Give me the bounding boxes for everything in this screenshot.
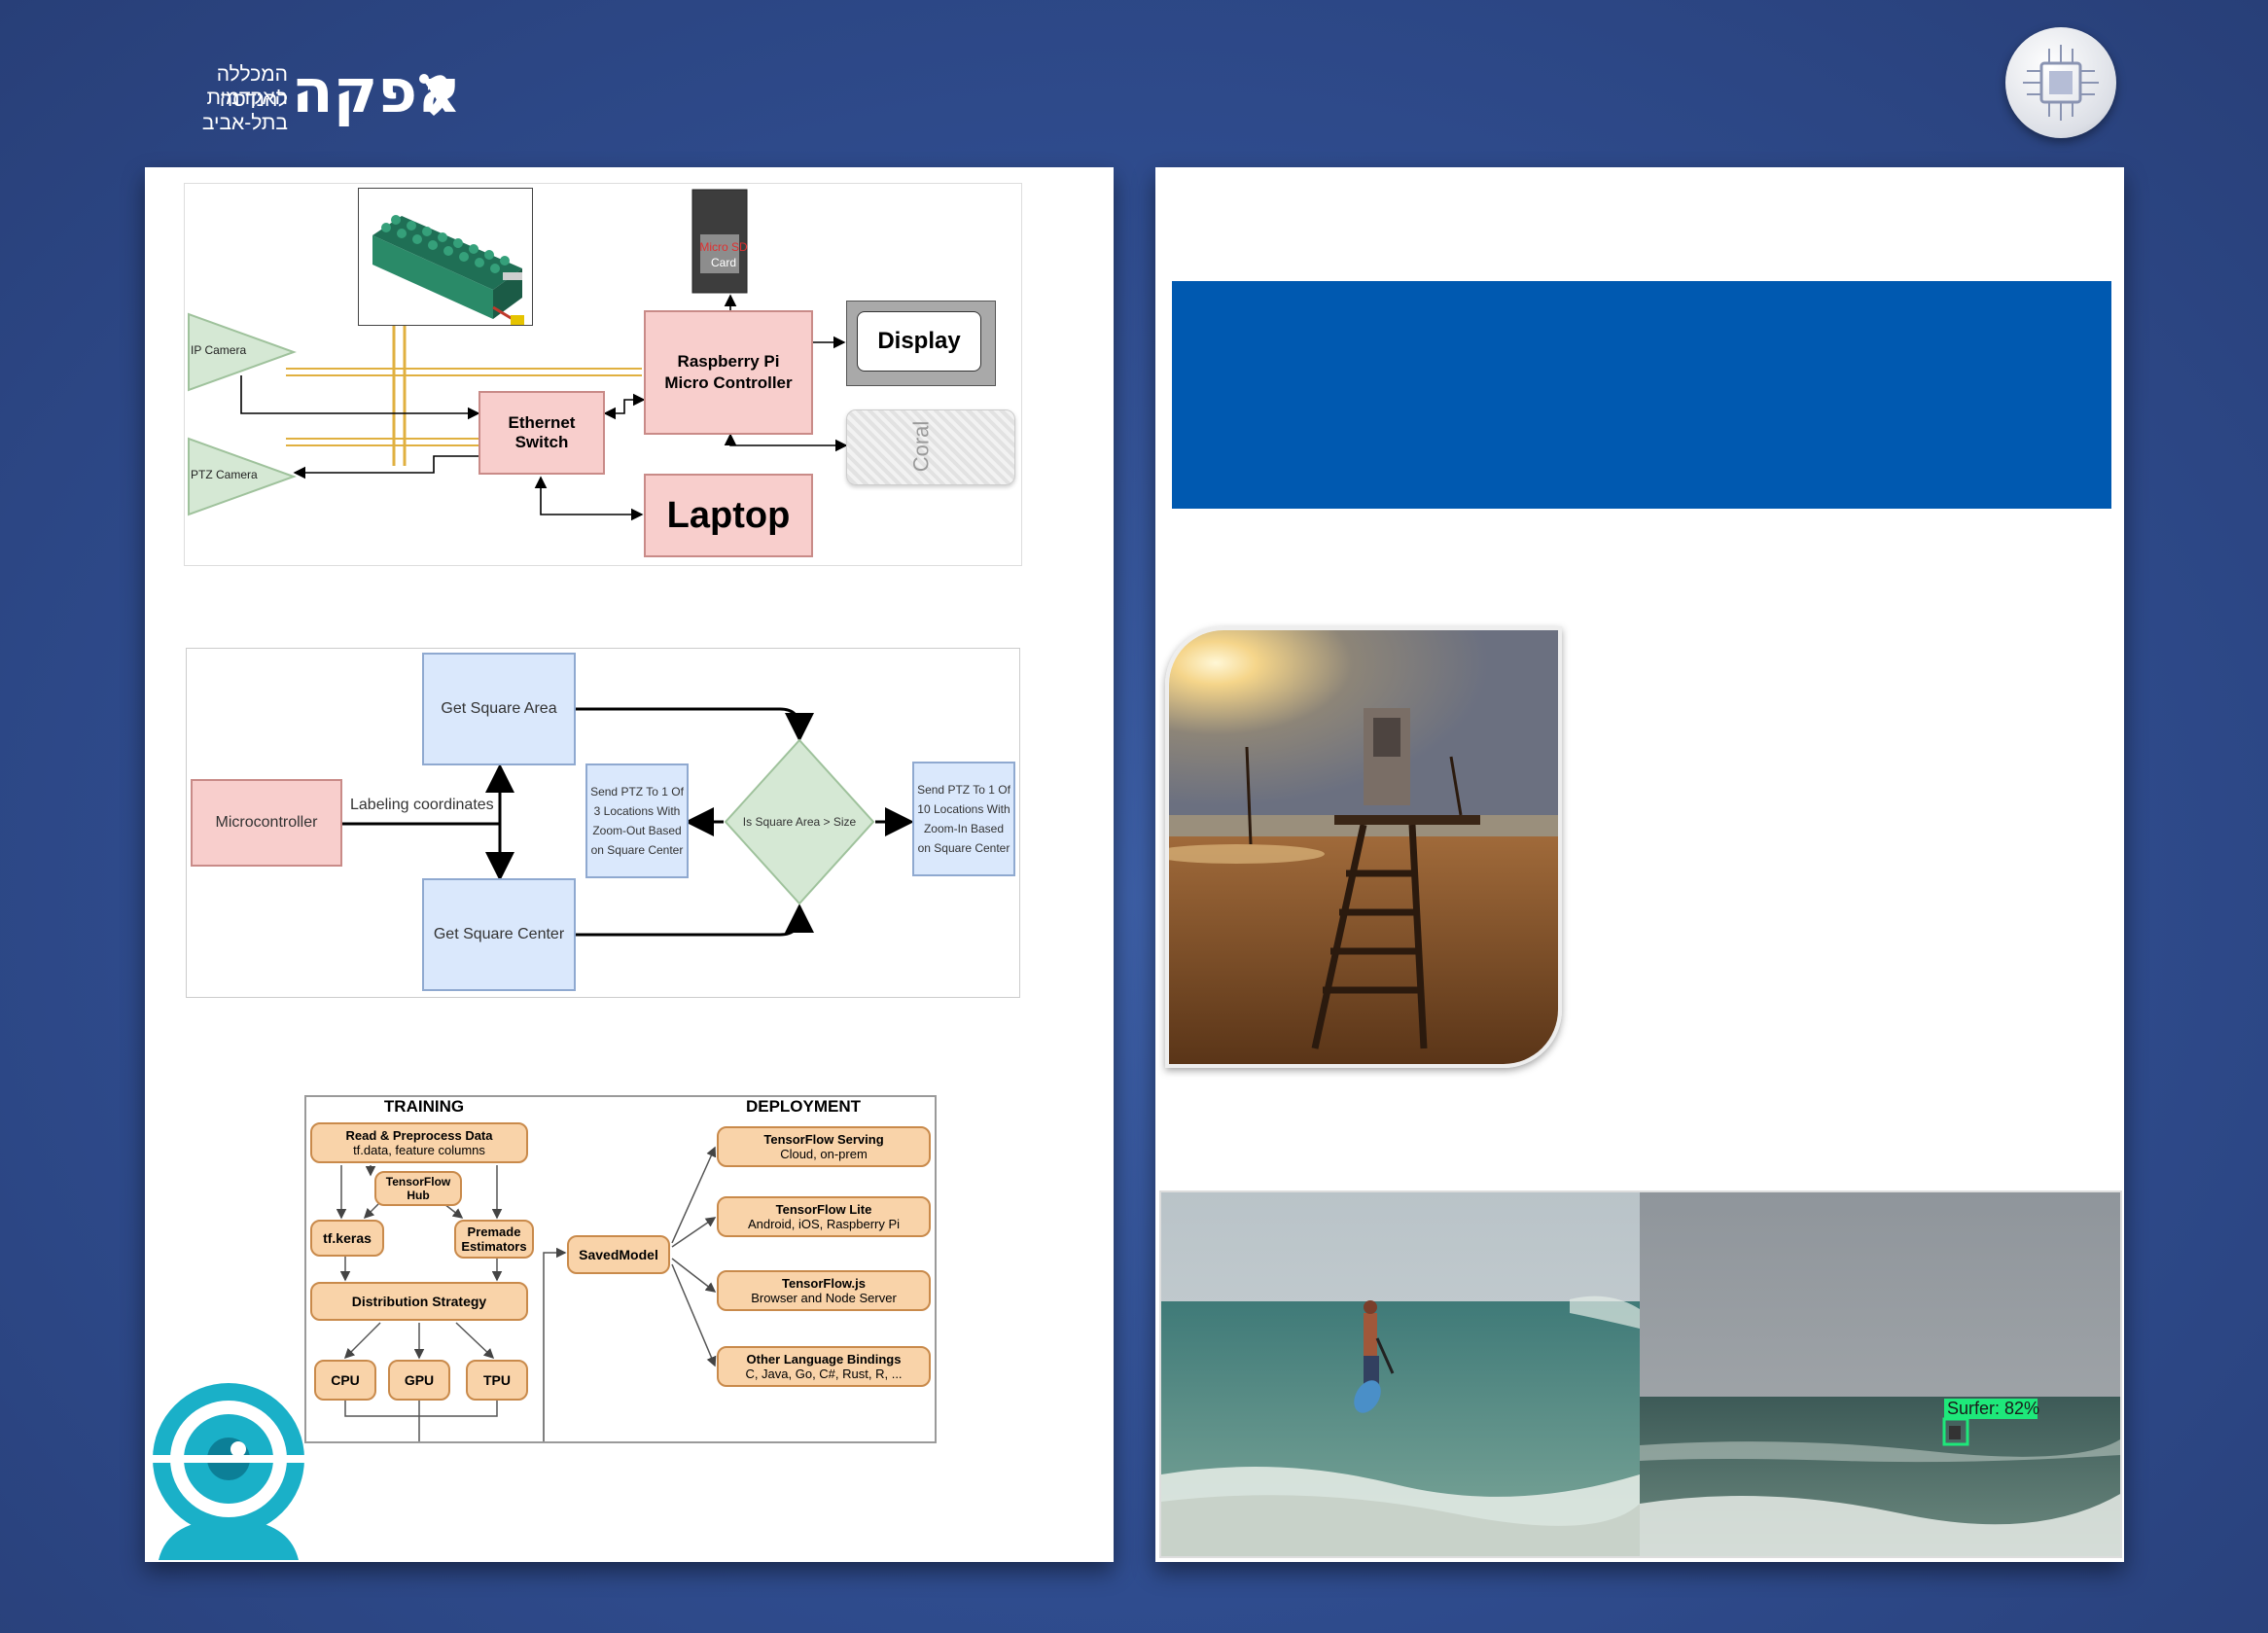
- decision-label: Is Square Area > Size: [742, 815, 857, 829]
- paddle-surfer: [1354, 1300, 1395, 1413]
- zoom-in-box: Send PTZ To 1 Of 10 Locations With Zoom-…: [912, 762, 1015, 876]
- detection-label-bg: [1944, 1399, 2038, 1419]
- detection-label: Surfer: 82%: [1947, 1399, 2040, 1418]
- gpu-box: GPU: [388, 1360, 450, 1401]
- afeka-logo-mark-icon: [419, 74, 450, 116]
- display-frame: Display: [846, 301, 996, 386]
- tpu-box: TPU: [466, 1360, 528, 1401]
- coral-board: Coral: [846, 409, 1015, 485]
- ip-camera-label: IP Camera: [191, 343, 247, 357]
- tf-js-box: TensorFlow.js Browser and Node Server: [717, 1270, 931, 1311]
- tensorflow-connectors: [336, 1146, 717, 1441]
- distribution-strategy-box: Distribution Strategy: [310, 1282, 528, 1321]
- microcontroller-box: Microcontroller: [191, 779, 342, 867]
- chip-badge: [2005, 27, 2116, 138]
- ethernet-switch-box: Ethernet Switch: [478, 391, 605, 475]
- surfer-detection-scene: [1161, 1192, 2120, 1556]
- ip-camera-shape: [188, 312, 297, 392]
- tf-other-bindings-box: Other Language Bindings C, Java, Go, C#,…: [717, 1346, 931, 1387]
- training-heading: TRAINING: [383, 1097, 465, 1116]
- tf-serving-title: TensorFlow Serving: [763, 1132, 884, 1147]
- hardware-diagram: Micro SD Card IP Camera PTZ Camera Ether…: [184, 183, 1022, 566]
- beach-sunset-scene: [1169, 630, 1558, 1064]
- left-panel: Micro SD Card IP Camera PTZ Camera Ether…: [145, 167, 1114, 1562]
- logo-brand: אפקה: [292, 55, 462, 126]
- deployment-heading: DEPLOYMENT: [745, 1097, 862, 1116]
- tf-lite-box: TensorFlow Lite Android, iOS, Raspberry …: [717, 1196, 931, 1237]
- webcam-logo: [149, 1373, 308, 1562]
- tf-serving-sub: Cloud, on-prem: [780, 1147, 868, 1161]
- decision-diamond: [724, 738, 875, 905]
- premade-estimators-box: Premade Estimators: [454, 1220, 534, 1259]
- display-box: Display: [857, 311, 981, 372]
- battery-pack: [358, 188, 533, 326]
- ptz-camera-shape: [188, 437, 297, 516]
- flowchart-connectors: [342, 707, 914, 937]
- laptop-box: Laptop: [644, 474, 813, 557]
- processor-chip-icon: [2023, 45, 2099, 121]
- afeka-logo: אפקה המכללה האקדמית להנדסה בתל-אביב: [136, 53, 467, 135]
- title-bar: [1172, 281, 2111, 509]
- tf-lite-title: TensorFlow Lite: [775, 1202, 872, 1217]
- tf-lite-sub: Android, iOS, Raspberry Pi: [747, 1217, 901, 1231]
- hardware-wiring: [188, 189, 848, 521]
- get-square-center-box: Get Square Center: [422, 878, 576, 991]
- detection-comparison-photo: Surfer: 82%: [1159, 1190, 2122, 1558]
- tensorflow-diagram: TRAINING DEPLOYMENT Read & Preprocess Da…: [304, 1095, 937, 1443]
- get-square-area-box: Get Square Area: [422, 653, 576, 765]
- sd-card-label-1: Micro SD: [699, 240, 748, 254]
- read-preprocess-box: Read & Preprocess Data tf.data, feature …: [310, 1122, 528, 1163]
- tf-js-title: TensorFlow.js: [782, 1276, 866, 1291]
- ptz-camera-label: PTZ Camera: [191, 468, 258, 481]
- lifeguard-tower-photo: [1165, 626, 1562, 1068]
- tf-other-title: Other Language Bindings: [746, 1352, 902, 1367]
- labeling-coordinates-label: Labeling coordinates: [350, 797, 494, 814]
- tensorflow-hub-box: TensorFlow Hub: [374, 1171, 462, 1206]
- logo-line2: להנדסה בתל-אביב: [201, 89, 288, 134]
- logo-line1: המכללה האקדמית: [206, 63, 288, 109]
- tf-js-sub: Browser and Node Server: [751, 1291, 897, 1305]
- tf-keras-box: tf.keras: [310, 1220, 384, 1257]
- sd-card-label-2: Card: [710, 256, 736, 269]
- savedmodel-box: SavedModel: [567, 1235, 670, 1274]
- webcam-icon: [153, 1383, 304, 1560]
- cpu-box: CPU: [314, 1360, 376, 1401]
- right-panel: Surfer: 82%: [1155, 167, 2124, 1562]
- raspberry-pi-box: Raspberry Pi Micro Controller: [644, 310, 813, 435]
- read-preprocess-sub: tf.data, feature columns: [353, 1143, 485, 1157]
- zoom-out-box: Send PTZ To 1 Of 3 Locations With Zoom-O…: [585, 763, 689, 878]
- coral-label: Coral: [908, 420, 934, 473]
- tf-serving-box: TensorFlow Serving Cloud, on-prem: [717, 1126, 931, 1167]
- battery-cells-icon: [372, 215, 524, 325]
- tf-other-sub: C, Java, Go, C#, Rust, R, ...: [745, 1367, 903, 1381]
- read-preprocess-title: Read & Preprocess Data: [345, 1128, 493, 1143]
- ptz-flowchart: Microcontroller Labeling coordinates Get…: [186, 648, 1020, 998]
